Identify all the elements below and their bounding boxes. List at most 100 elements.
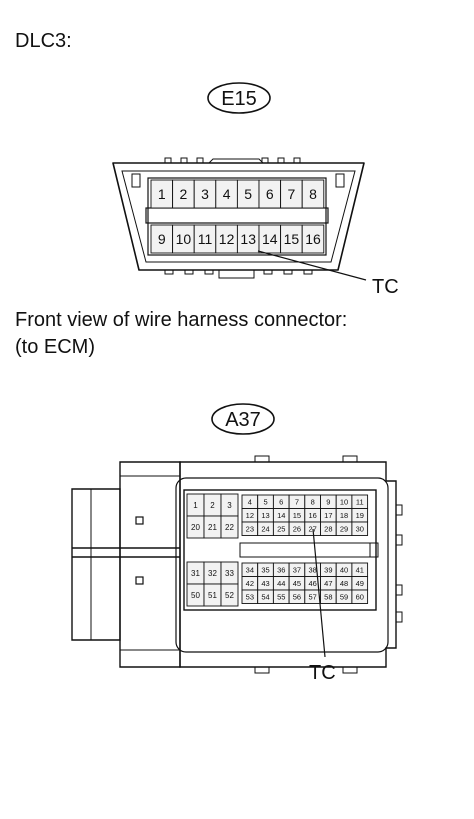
pin-11: 11 [351, 494, 369, 509]
pin-label: 7 [295, 497, 299, 506]
pin-14: 14 [272, 508, 290, 523]
pin-label: 49 [356, 579, 364, 588]
ecm-tc-callout: TC [309, 662, 336, 684]
pin-53: 53 [241, 589, 259, 604]
pin-label: 12 [219, 231, 235, 247]
pin-label: 38 [308, 565, 316, 574]
pin-27: 27 [304, 521, 321, 536]
dlc3-right-mount-hole [335, 173, 345, 188]
pin-label: 5 [244, 186, 252, 202]
pin-57: 57 [304, 589, 321, 604]
pin-label: 51 [208, 591, 217, 600]
ecm-lever-outer [71, 488, 121, 641]
pin-label: 48 [340, 579, 348, 588]
pin-55: 55 [272, 589, 290, 604]
pin-21: 21 [203, 515, 222, 539]
pin-12: 12 [241, 508, 259, 523]
pin-56: 56 [288, 589, 306, 604]
pin-label: 21 [208, 523, 217, 532]
pin-label: 11 [356, 497, 364, 506]
pin-16: 16 [304, 508, 321, 523]
pin-label: 3 [227, 501, 232, 510]
pin-1: 1 [150, 179, 174, 209]
pin-label: 13 [240, 231, 256, 247]
pin-22: 22 [220, 515, 239, 539]
ecm-center-rib-end [369, 542, 379, 558]
pin-label: 43 [261, 579, 269, 588]
pin-label: 60 [356, 592, 364, 601]
dlc3-pin-cavity [147, 177, 327, 256]
pin-label: 6 [279, 497, 283, 506]
pin-10: 10 [172, 224, 195, 254]
ecm-center-rib [239, 542, 371, 558]
pin-label: 9 [158, 231, 166, 247]
e15-connector-id-badge: E15 [207, 82, 271, 114]
dlc3-bottom-latches [164, 270, 313, 279]
pin-3: 3 [193, 179, 217, 209]
ecm-housing [179, 461, 397, 668]
pin-label: 26 [293, 524, 301, 533]
pin-label: 19 [356, 511, 364, 520]
pin-label: 58 [324, 592, 332, 601]
dlc3-top-latches [164, 157, 301, 164]
pin-label: 35 [261, 565, 269, 574]
pin-2: 2 [172, 179, 195, 209]
pin-label: 56 [293, 592, 301, 601]
a37-connector-id-badge: A37 [211, 403, 275, 435]
dlc3-outer-shell [112, 162, 365, 271]
pin-13: 13 [257, 508, 274, 523]
ecm-lever-upper-hole [135, 516, 144, 525]
ecm-lever-lower-hole [135, 576, 144, 585]
dlc3-center-rib [145, 207, 329, 224]
pin-37: 37 [288, 562, 306, 577]
pin-label: 9 [326, 497, 330, 506]
a37-connector-id: A37 [225, 409, 261, 431]
pin-58: 58 [320, 589, 337, 604]
pin-15: 15 [288, 508, 306, 523]
pin-40: 40 [335, 562, 353, 577]
pin-label: 55 [277, 592, 285, 601]
pin-26: 26 [288, 521, 306, 536]
pin-59: 59 [335, 589, 353, 604]
pin-10: 10 [335, 494, 353, 509]
pin-label: 14 [277, 511, 285, 520]
pin-28: 28 [320, 521, 337, 536]
pin-label: 22 [225, 523, 234, 532]
pin-label: 15 [284, 231, 300, 247]
pin-label: 11 [198, 231, 213, 247]
ecm-side-ribs [396, 504, 403, 623]
pin-label: 4 [248, 497, 252, 506]
pin-label: 24 [261, 524, 269, 533]
pin-12: 12 [215, 224, 238, 254]
pin-label: 8 [309, 186, 317, 202]
pin-54: 54 [257, 589, 274, 604]
pin-36: 36 [272, 562, 290, 577]
pin-label: 50 [191, 591, 200, 600]
pin-34: 34 [241, 562, 259, 577]
pin-label: 3 [201, 186, 209, 202]
pin-48: 48 [335, 576, 353, 591]
pin-label: 13 [261, 511, 269, 520]
pin-label: 52 [225, 591, 234, 600]
pin-18: 18 [335, 508, 353, 523]
pin-label: 2 [210, 501, 215, 510]
pin-label: 5 [263, 497, 267, 506]
pin-60: 60 [351, 589, 369, 604]
pin-39: 39 [320, 562, 337, 577]
dlc3-heading: DLC3: [15, 30, 72, 52]
pin-label: 10 [340, 497, 348, 506]
ecm-caption-line1: Front view of wire harness connector: [15, 309, 348, 331]
pin-42: 42 [241, 576, 259, 591]
pin-38: 38 [304, 562, 321, 577]
pin-label: 53 [246, 592, 254, 601]
pin-2: 2 [203, 493, 222, 517]
pin-13: 13 [236, 224, 260, 254]
pin-label: 4 [223, 186, 231, 202]
pin-label: 7 [288, 186, 296, 202]
